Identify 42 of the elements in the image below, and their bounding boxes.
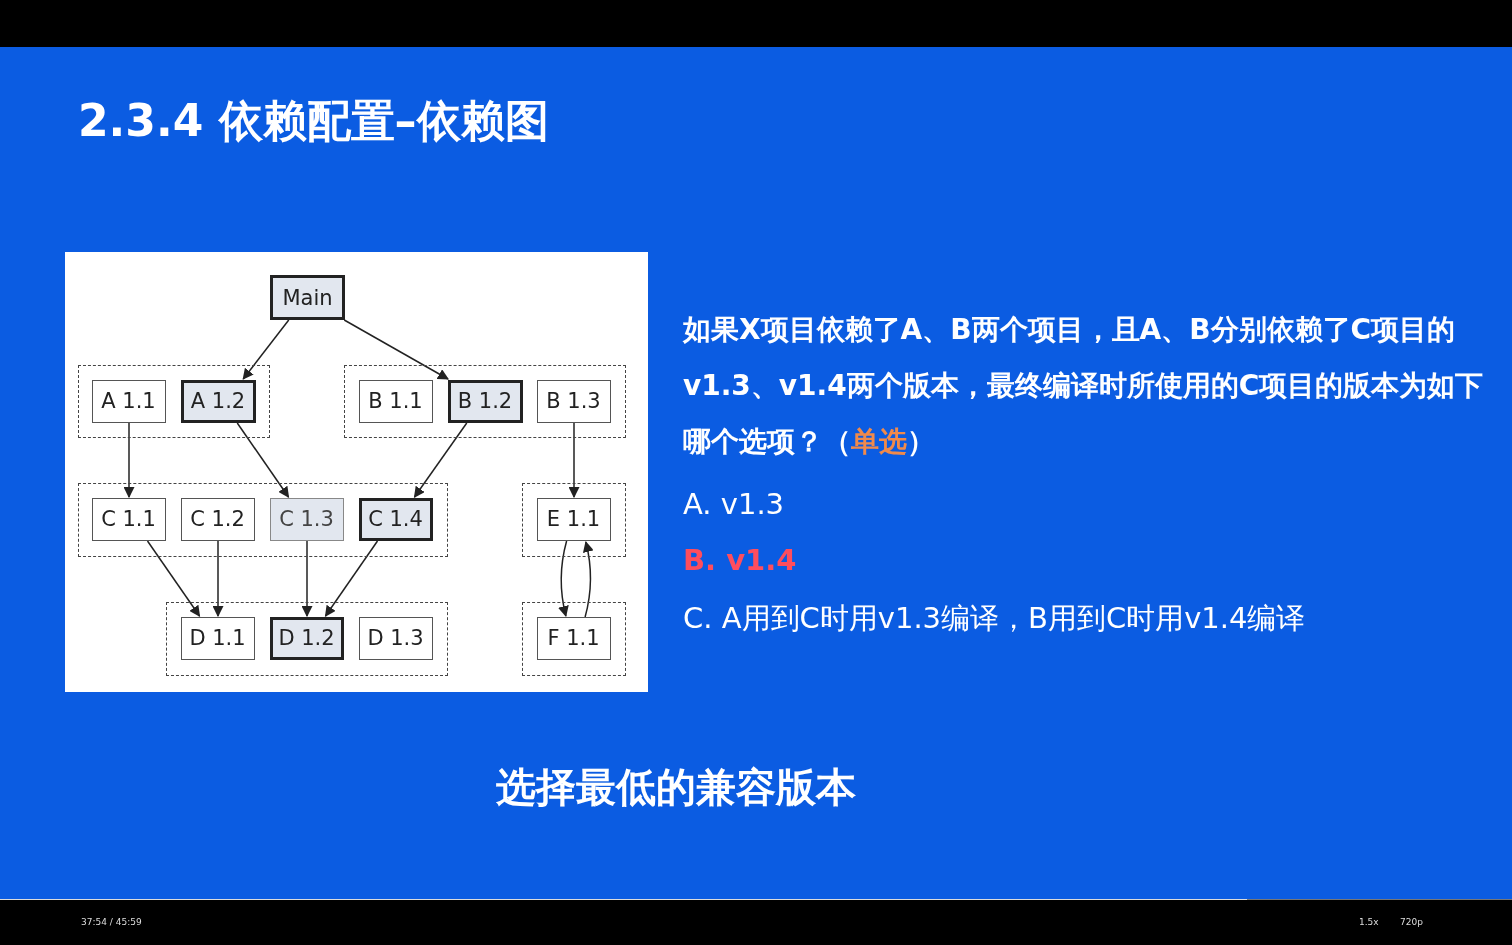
arrow bbox=[413, 422, 468, 498]
dashed-group-box bbox=[522, 602, 626, 676]
version-box: C 1.3 bbox=[269, 497, 344, 541]
speed-control: 1.5x bbox=[1359, 917, 1379, 927]
version-box: C 1.1 bbox=[91, 497, 166, 541]
version-box: A 1.1 bbox=[91, 379, 166, 423]
arrow bbox=[212, 540, 224, 618]
arrow bbox=[242, 319, 290, 380]
question-text: 如果X项目依赖了A、B两个项目，且A、B分别依赖了C项目的v1.3、v1.4两个版本，最终编译时所使用的C项目的版本为如下哪个选项？（单选） bbox=[683, 312, 1485, 460]
version-box: Main bbox=[270, 275, 345, 320]
slide-title: 2.3.4 依赖配置–依赖图 bbox=[78, 94, 549, 148]
arrow bbox=[343, 319, 449, 380]
dashed-group-box bbox=[78, 483, 448, 557]
version-box: A 1.2 bbox=[180, 379, 256, 423]
version-box: F 1.1 bbox=[536, 616, 611, 660]
version-box: B 1.3 bbox=[536, 379, 611, 423]
arrow bbox=[301, 540, 313, 618]
arrow bbox=[582, 540, 594, 618]
arrow bbox=[146, 540, 201, 617]
version-box: D 1.1 bbox=[180, 616, 255, 660]
answer-option-text: B. v1.4 bbox=[683, 543, 797, 577]
dashed-group-box bbox=[78, 365, 270, 438]
arrow bbox=[123, 422, 135, 499]
version-box: C 1.2 bbox=[180, 497, 255, 541]
arrow bbox=[568, 422, 580, 499]
version-box: B 1.1 bbox=[358, 379, 433, 423]
version-box: D 1.2 bbox=[269, 616, 344, 660]
version-box: C 1.4 bbox=[358, 497, 433, 541]
quality-control: 720p bbox=[1400, 917, 1423, 927]
option-text: C. A用到C时用v1.3编译，B用到C时用v1.4编译 bbox=[683, 600, 1306, 637]
version-box: D 1.3 bbox=[358, 616, 433, 660]
arrow bbox=[558, 540, 569, 618]
dashed-group-box bbox=[344, 365, 626, 438]
version-box: E 1.1 bbox=[536, 497, 611, 541]
arrow bbox=[324, 540, 379, 617]
option-text: A. v1.3 bbox=[683, 487, 785, 521]
version-box: B 1.2 bbox=[447, 379, 523, 423]
arrow bbox=[236, 422, 290, 498]
time-display: 37:54 / 45:59 bbox=[81, 917, 142, 927]
dashed-group-box bbox=[166, 602, 448, 676]
dashed-group-box bbox=[522, 483, 626, 557]
summary-text: 选择最低的兼容版本 bbox=[496, 763, 856, 812]
